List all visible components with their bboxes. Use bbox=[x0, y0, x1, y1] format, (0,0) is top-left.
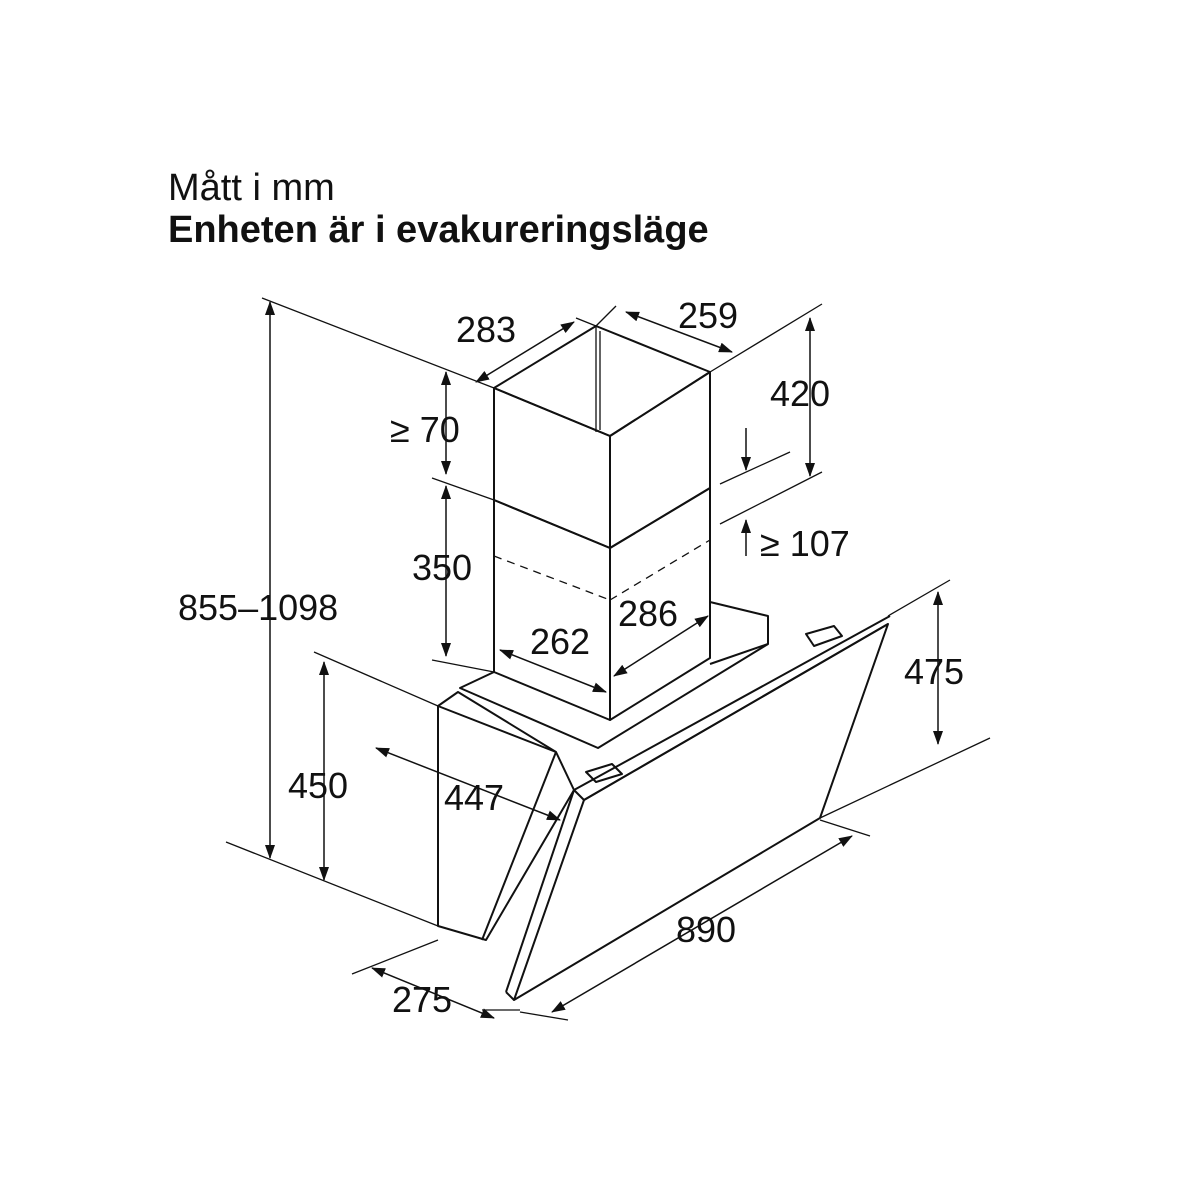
label-total-height: 855–1098 bbox=[178, 587, 338, 628]
label-chimney-depth: 259 bbox=[678, 295, 738, 336]
upper-chimney bbox=[493, 325, 711, 549]
dimension-arrows bbox=[265, 301, 943, 1019]
extension-lines bbox=[225, 297, 991, 1021]
hood-body bbox=[437, 601, 891, 1001]
label-inner-depth: 286 bbox=[618, 593, 678, 634]
dimension-labels: 855–1098 283 259 420 ≥ 70 ≥ 107 350 262 … bbox=[178, 295, 964, 1020]
label-inner-width: 262 bbox=[530, 621, 590, 662]
label-chimney-upper: 420 bbox=[770, 373, 830, 414]
units-caption: Mått i mm bbox=[168, 167, 335, 209]
label-glass-height: 475 bbox=[904, 651, 964, 692]
label-lower-chimney: 350 bbox=[412, 547, 472, 588]
lower-chimney bbox=[493, 487, 711, 721]
label-bottom-depth: 275 bbox=[392, 979, 452, 1020]
mode-caption: Enheten är i evakureringsläge bbox=[168, 209, 709, 251]
label-body-height: 450 bbox=[288, 765, 348, 806]
label-body-depth: 447 bbox=[444, 777, 504, 818]
label-chimney-width: 283 bbox=[456, 309, 516, 350]
label-min-top-gap: ≥ 70 bbox=[390, 409, 460, 450]
label-min-overlap: ≥ 107 bbox=[760, 523, 850, 564]
label-total-width: 890 bbox=[676, 909, 736, 950]
